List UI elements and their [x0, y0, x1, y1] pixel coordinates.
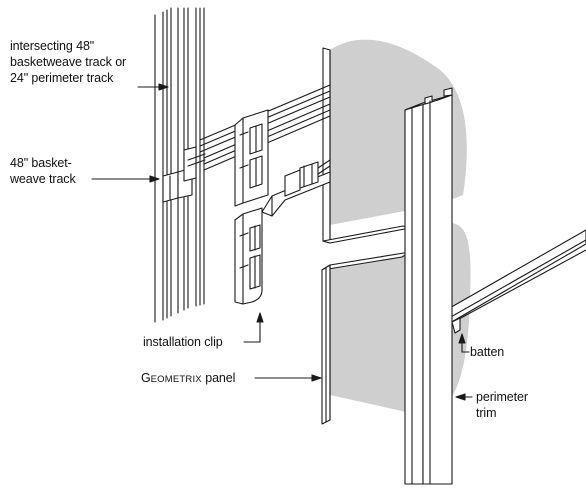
label-intersecting-track-line2: basketweave track or	[10, 55, 127, 69]
lower-panel	[321, 251, 411, 425]
label-geometrix-panel: GEOMETRIX panel	[141, 370, 235, 388]
installation-clip-lower	[234, 207, 263, 305]
label-intersecting-track-line1: intersecting 48"	[10, 39, 95, 53]
label-intersecting-track-line3: 24" perimeter track	[10, 71, 114, 85]
track-cross-clip	[162, 146, 206, 203]
label-perimeter-trim-line1: perimeter	[476, 390, 528, 404]
label-geometrix-initial: G	[141, 371, 151, 385]
vertical-basketweave-track	[154, 7, 205, 323]
installation-clip-upper	[234, 109, 269, 207]
label-geometrix-suffix: panel	[201, 371, 236, 385]
installation-clip-arm	[261, 159, 331, 217]
label-basketweave-track-line2: weave track	[10, 172, 76, 186]
label-geometrix-smallcaps: EOMETRIX	[150, 374, 202, 385]
label-perimeter-trim-line2: trim	[476, 406, 497, 420]
leader-lines	[91, 83, 473, 401]
label-intersecting-track: intersecting 48" basketweave track or 24…	[10, 38, 126, 86]
label-installation-clip: installation clip	[143, 335, 223, 349]
label-basketweave-track: 48" basket- weave track	[10, 155, 76, 187]
label-perimeter-trim: perimeter trim	[476, 389, 528, 421]
upper-panel	[322, 47, 411, 244]
label-basketweave-track-line1: 48" basket-	[10, 156, 72, 170]
perimeter-trim	[404, 87, 453, 485]
label-batten: batten	[470, 345, 505, 359]
